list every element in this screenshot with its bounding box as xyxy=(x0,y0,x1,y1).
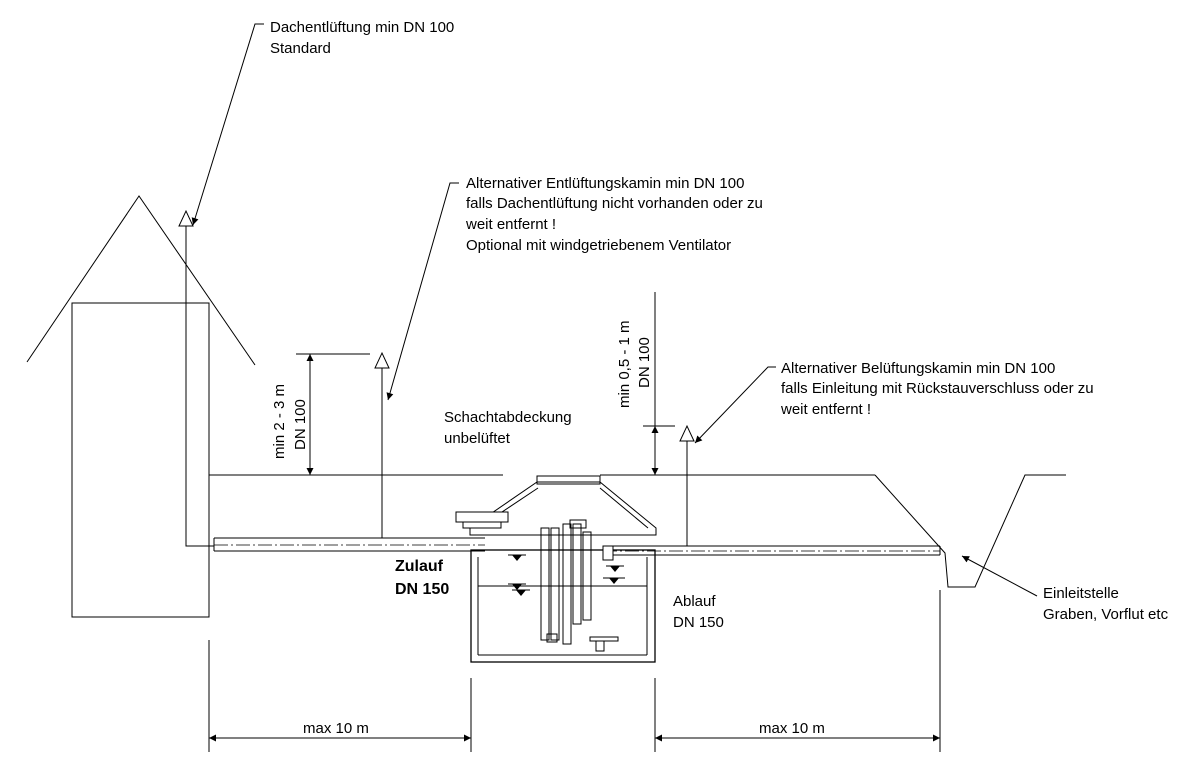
dist-right-label: max 10 m xyxy=(759,720,825,737)
house xyxy=(26,195,256,618)
alt-intake-label-1: Alternativer Belüftungskamin min DN 100 xyxy=(781,360,1055,377)
ground-surface xyxy=(209,474,1066,588)
leader-roof-vent xyxy=(191,23,264,226)
height-right-label-1: min 0,5 - 1 m xyxy=(616,320,633,408)
height-right-label-2: DN 100 xyxy=(636,337,653,388)
inlet-label-2: DN 150 xyxy=(395,581,449,598)
cover-label-1: Schachtabdeckung xyxy=(444,409,572,426)
distance-dimensions xyxy=(208,590,941,752)
alt-exhaust-label-1: Alternativer Entlüftungskamin min DN 100 xyxy=(466,175,744,192)
leader-alt-exhaust xyxy=(386,182,459,401)
roof-vent-pipe xyxy=(178,209,214,547)
outlet-label-1: Ablauf xyxy=(673,593,716,610)
water-level-icon xyxy=(508,554,625,596)
height-dimension-right xyxy=(643,292,675,475)
leader-alt-intake xyxy=(694,366,776,444)
septic-tank xyxy=(455,475,657,663)
roof-vent-label-1: Dachentlüftung min DN 100 xyxy=(270,19,454,36)
alt-exhaust-label-4: Optional mit windgetriebenem Ventilator xyxy=(466,237,731,254)
alt-intake-stack xyxy=(679,424,695,546)
inlet-pipe xyxy=(213,537,485,552)
alt-exhaust-label-3: weit entfernt ! xyxy=(465,216,556,233)
dist-left-label: max 10 m xyxy=(303,720,369,737)
outlet-pipe xyxy=(603,545,941,556)
intake-cap-icon xyxy=(679,424,695,442)
discharge-label-1: Einleitstelle xyxy=(1043,585,1119,602)
outlet-label-2: DN 150 xyxy=(673,614,724,631)
alt-exhaust-stack xyxy=(374,351,390,538)
house-wall xyxy=(71,302,210,618)
roof-vent-label-2: Standard xyxy=(270,40,331,57)
inlet-label-1: Zulauf xyxy=(395,558,444,575)
alt-exhaust-label-2: falls Dachentlüftung nicht vorhanden ode… xyxy=(466,195,763,212)
cover-label-2: unbelüftet xyxy=(444,430,511,447)
leader-discharge xyxy=(961,555,1038,597)
height-left-label-2: DN 100 xyxy=(292,399,309,450)
discharge-label-2: Graben, Vorflut etc xyxy=(1043,606,1169,623)
height-dimension-left xyxy=(296,353,370,475)
house-roof xyxy=(26,195,256,366)
leader-lines xyxy=(191,23,1038,597)
shaft-lid xyxy=(536,475,601,485)
exhaust-cap-icon xyxy=(374,351,390,369)
roof-vent-cap-icon xyxy=(178,209,194,227)
alt-intake-label-2: falls Einleitung mit Rückstauverschluss … xyxy=(781,380,1094,397)
alt-intake-label-3: weit entfernt ! xyxy=(780,401,871,418)
height-left-label-1: min 2 - 3 m xyxy=(271,384,288,459)
